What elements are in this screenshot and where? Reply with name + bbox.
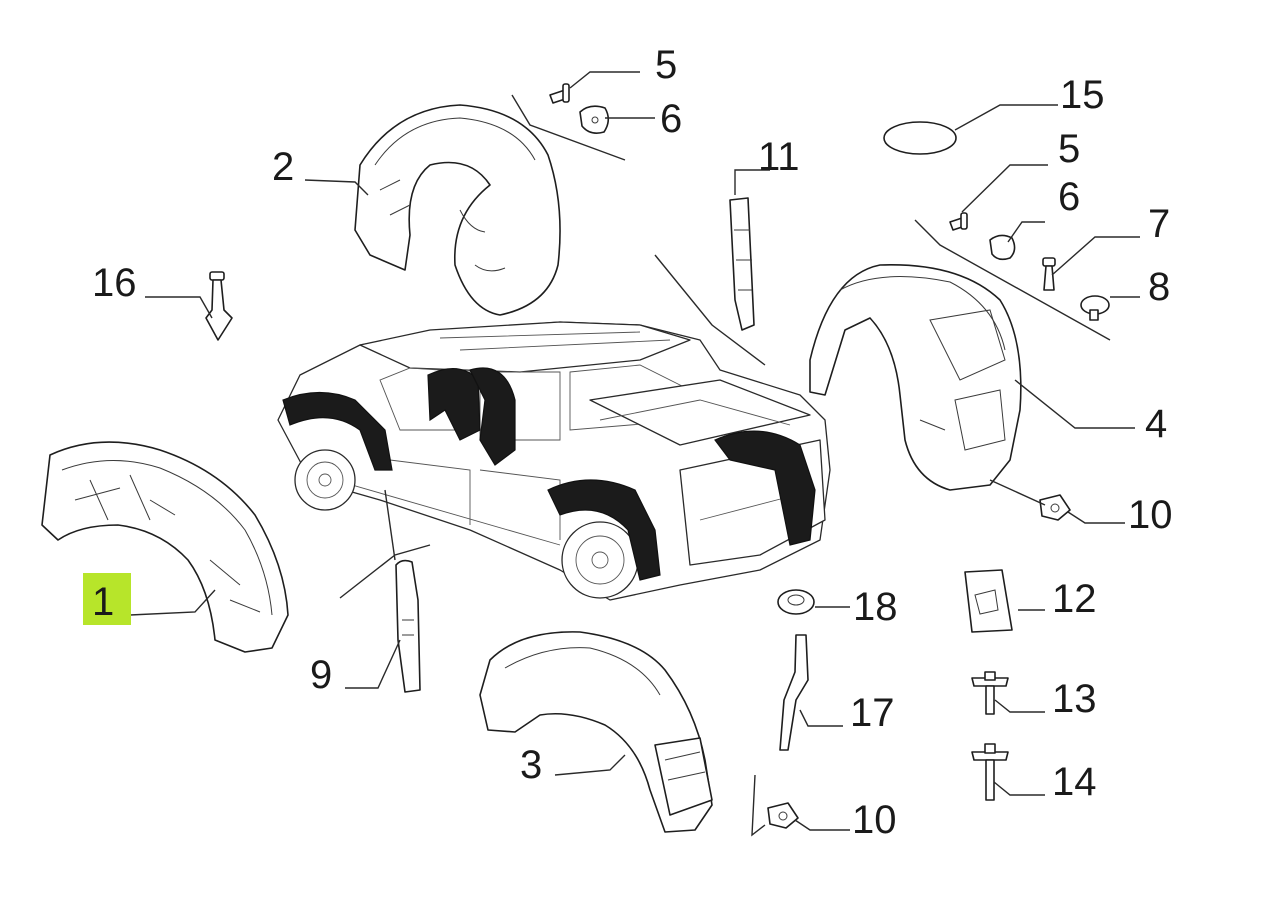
part-4-rear-wheel-liner[interactable]: [809, 263, 1022, 491]
callout-7[interactable]: 7: [1148, 202, 1170, 246]
callout-18[interactable]: 18: [853, 585, 898, 629]
callout-9[interactable]: 9: [310, 653, 332, 697]
part-5-screw-right[interactable]: [949, 212, 968, 231]
leader-lines: [129, 71, 1140, 837]
part-14-bolt[interactable]: [971, 743, 1009, 801]
part-17-bracket[interactable]: [779, 634, 809, 751]
part-10-clip-right[interactable]: [1039, 494, 1071, 521]
part-10-clip-bottom[interactable]: [767, 802, 799, 829]
callout-13[interactable]: 13: [1052, 677, 1097, 721]
callout-labels: 1 2 3 4 5 5 6 6 7 8 9 10 10 11 12 13 14 …: [83, 43, 1173, 842]
part-8-cap[interactable]: [1080, 295, 1110, 321]
part-5-screw-top[interactable]: [549, 83, 570, 104]
part-3-rear-wheel-liner[interactable]: [479, 631, 713, 833]
part-7-push-pin[interactable]: [1042, 257, 1056, 291]
callout-4[interactable]: 4: [1145, 402, 1167, 446]
callout-14[interactable]: 14: [1052, 760, 1097, 804]
callout-6-top[interactable]: 6: [660, 97, 682, 141]
callout-17[interactable]: 17: [850, 691, 895, 735]
part-1-front-wheel-liner[interactable]: [41, 441, 289, 653]
part-15-plug[interactable]: [883, 121, 957, 155]
part-9-trim-strip[interactable]: [395, 559, 421, 693]
part-11-trim-strip[interactable]: [729, 197, 755, 331]
callout-11[interactable]: 11: [758, 135, 800, 179]
callout-16[interactable]: 16: [92, 261, 137, 305]
vehicle-pickup-truck: [277, 321, 831, 601]
callout-12[interactable]: 12: [1052, 577, 1097, 621]
liner-rear-right-on-car: [469, 367, 516, 466]
part-12-bracket-clip[interactable]: [964, 569, 1013, 633]
callout-2[interactable]: 2: [272, 145, 294, 189]
part-16-push-pin[interactable]: [205, 271, 233, 341]
callout-5-right[interactable]: 5: [1058, 127, 1080, 171]
part-18-nut[interactable]: [777, 589, 815, 615]
callout-6-right[interactable]: 6: [1058, 175, 1080, 219]
liner-front-left-on-car: [282, 391, 393, 471]
part-13-bolt[interactable]: [971, 671, 1009, 715]
callout-15[interactable]: 15: [1060, 73, 1105, 117]
callout-10-bottom[interactable]: 10: [852, 798, 897, 842]
liner-front-right-on-car: [427, 368, 481, 441]
callout-1[interactable]: 1: [92, 580, 114, 624]
callout-8[interactable]: 8: [1148, 265, 1170, 309]
liner-rear-on-car: [714, 430, 816, 546]
callout-10-right[interactable]: 10: [1128, 493, 1173, 537]
callout-3[interactable]: 3: [520, 743, 542, 787]
part-6-clip-top[interactable]: [579, 105, 610, 134]
liner-rear-left-on-car: [547, 479, 661, 581]
part-2-front-right-wheel-liner[interactable]: [354, 104, 561, 316]
callout-5-top[interactable]: 5: [655, 43, 677, 87]
callout-1-highlight: [83, 573, 131, 625]
